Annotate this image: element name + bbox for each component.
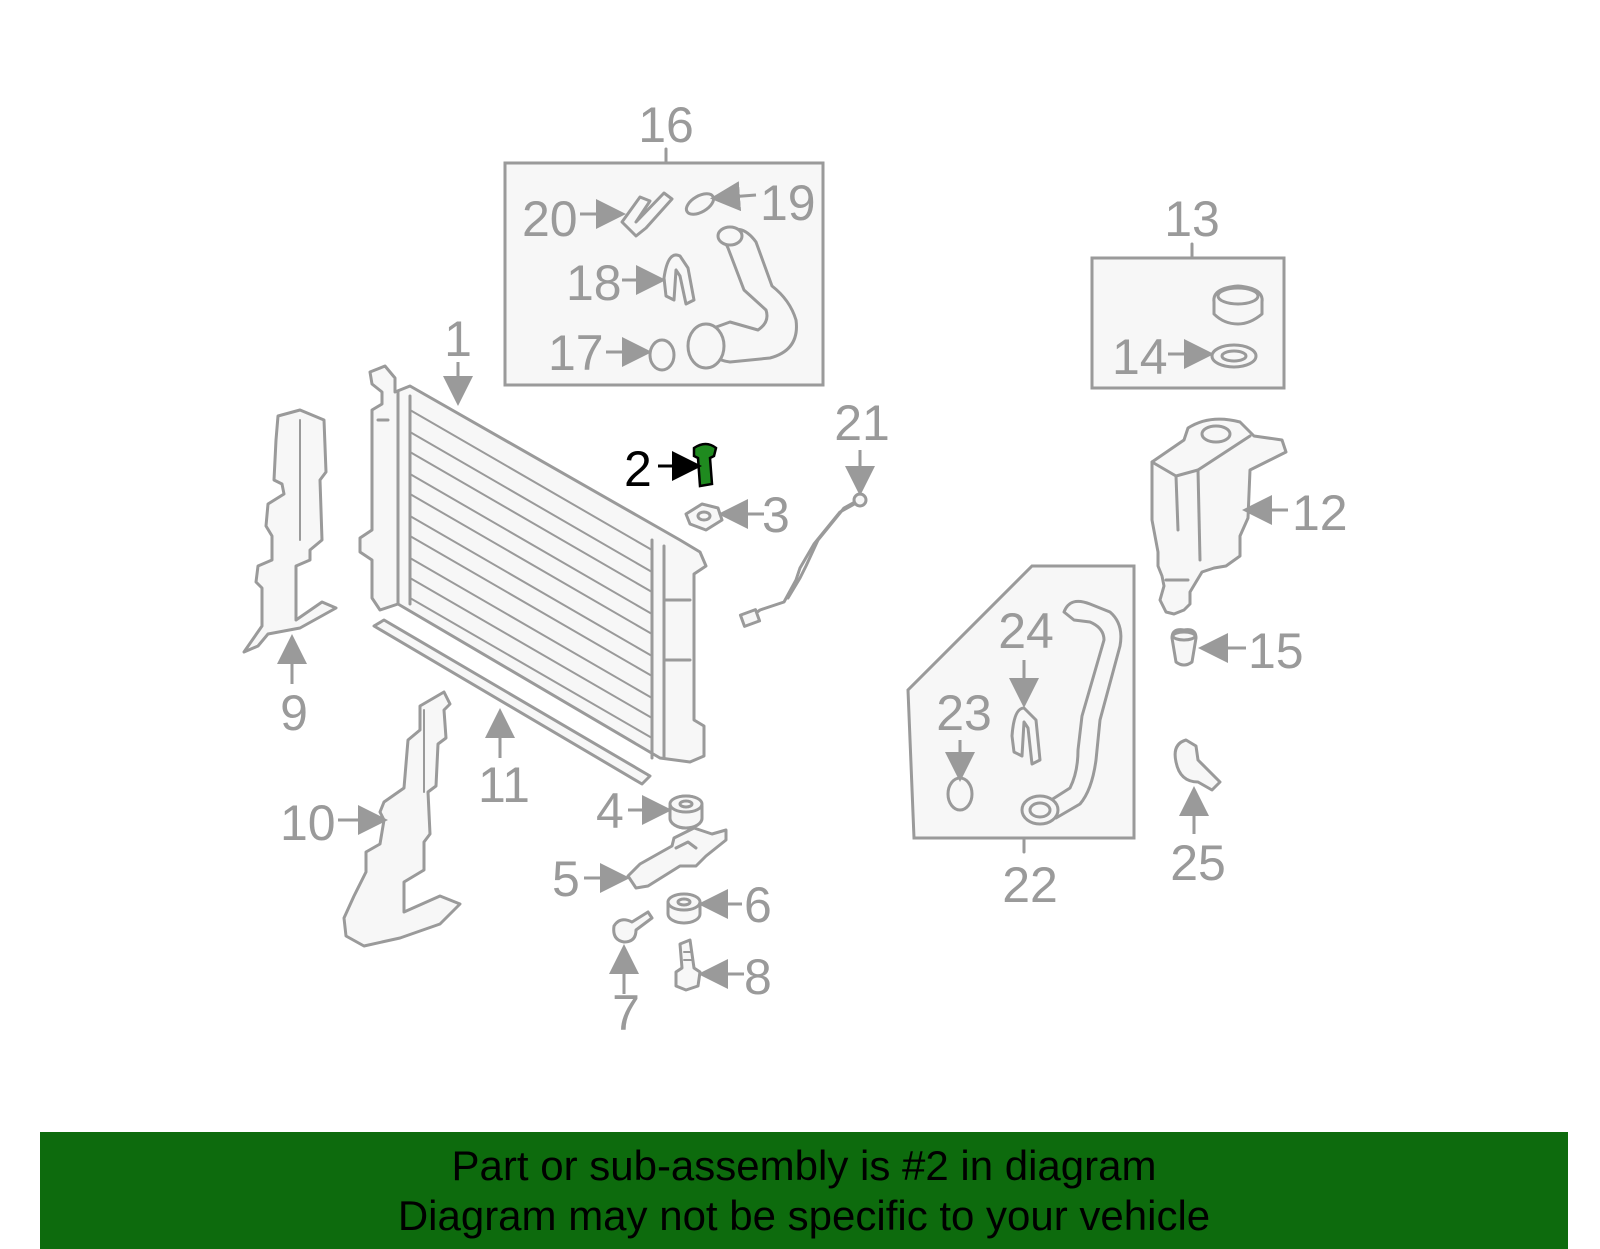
callout-4: 4 (596, 783, 624, 839)
callout-14: 14 (1112, 329, 1168, 385)
callout-labels: 1 2 3 4 5 6 7 8 9 10 11 12 13 14 15 16 1… (280, 97, 1348, 1041)
callout-13: 13 (1164, 191, 1220, 247)
callout-17: 17 (548, 325, 604, 381)
hose-kit-box[interactable] (503, 147, 825, 387)
part-1-radiator[interactable] (358, 362, 708, 764)
callout-9: 9 (280, 685, 308, 741)
callout-18: 18 (566, 255, 622, 311)
callout-22: 22 (1002, 857, 1058, 913)
callout-2: 2 (624, 441, 652, 497)
part-3-mount[interactable] (684, 499, 764, 532)
callout-15: 15 (1248, 623, 1304, 679)
part-12-expansion-tank[interactable] (1150, 417, 1288, 616)
part-18-clip (662, 253, 696, 306)
callout-10: 10 (280, 795, 336, 851)
banner-line-1: Part or sub-assembly is #2 in diagram (451, 1142, 1157, 1189)
callout-19: 19 (760, 175, 816, 231)
callout-24: 24 (998, 603, 1054, 659)
part-5-bracket[interactable] (584, 826, 728, 893)
callout-25: 25 (1170, 835, 1226, 891)
part-17-oring (648, 338, 676, 372)
part-15-plug[interactable] (1170, 628, 1246, 667)
banner-line-2: Diagram may not be specific to your vehi… (397, 1192, 1211, 1239)
part-10-air-guide[interactable] (338, 690, 462, 948)
callout-11: 11 (478, 757, 530, 813)
callout-23: 23 (936, 685, 992, 741)
upper-hose (706, 227, 798, 364)
part-7-stud[interactable] (609, 910, 654, 994)
callout-6: 6 (744, 877, 772, 933)
callout-5: 5 (552, 851, 580, 907)
callout-1: 1 (444, 311, 472, 367)
part-21-sensor-line[interactable] (738, 450, 875, 628)
part-8-bolt[interactable] (674, 938, 744, 992)
part-11-seal-strip[interactable] (372, 618, 652, 786)
lower-hose (1046, 599, 1123, 820)
part-20-bracket (620, 191, 674, 238)
part-25-clamp[interactable] (1173, 738, 1222, 834)
callout-12: 12 (1292, 485, 1348, 541)
callout-20: 20 (522, 191, 578, 247)
part-24-clip (1010, 706, 1042, 766)
part-2-bolt[interactable] (658, 442, 718, 488)
lower-hose-kit-box[interactable] (906, 564, 1136, 854)
part-9-air-guide[interactable] (242, 408, 338, 684)
callout-7: 7 (612, 985, 640, 1041)
part-6-washer[interactable] (666, 889, 742, 925)
callout-8: 8 (744, 949, 772, 1005)
part-14-gasket (1210, 343, 1258, 369)
part-23-oring (946, 776, 974, 812)
callout-21: 21 (834, 395, 890, 451)
info-banner: Part or sub-assembly is #2 in diagram Di… (40, 1132, 1568, 1249)
part-4-grommet[interactable] (628, 794, 704, 830)
callout-16: 16 (638, 97, 694, 153)
callout-3: 3 (762, 487, 790, 543)
cap-kit-box[interactable] (1090, 242, 1286, 390)
